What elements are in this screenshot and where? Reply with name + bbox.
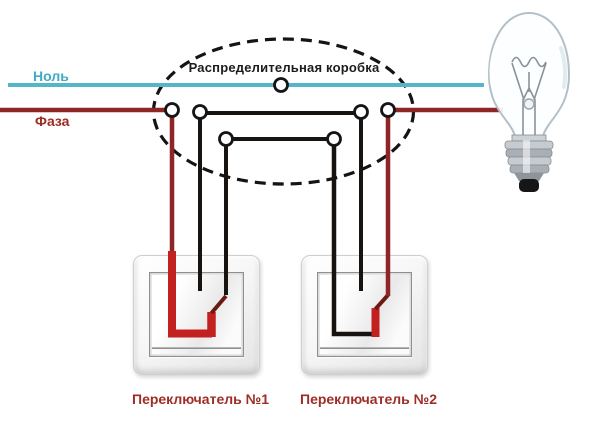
- bulb-base-taper: [514, 173, 544, 181]
- bulb-base-highlight: [523, 140, 530, 173]
- switch-2-label: Переключатель №2: [300, 391, 438, 407]
- switch-1: [133, 255, 260, 375]
- bulb-highlight-left: [489, 43, 500, 88]
- terminal-neutral: [273, 77, 289, 93]
- switch-1-rocker-seam: [152, 347, 241, 349]
- terminal-traveler-bottom-left: [218, 131, 234, 147]
- bulb-filament: [511, 56, 547, 136]
- bulb-foot-contact: [519, 179, 539, 192]
- switch-2-rocker: [320, 275, 409, 354]
- switch-1-label: Переключатель №1: [132, 391, 270, 407]
- switch-2-rocker-seam: [320, 347, 409, 349]
- terminal-phase-in: [164, 102, 180, 118]
- bulb-highlight-right: [559, 46, 567, 89]
- terminal-phase-out: [380, 102, 396, 118]
- light-bulb: [487, 11, 571, 192]
- switch-2-frame: [317, 272, 412, 357]
- junction-box-label: Распределительная коробка: [188, 60, 380, 75]
- switch-1-frame: [149, 272, 244, 357]
- terminal-traveler-top-left: [192, 104, 208, 120]
- bulb-screw-base: [504, 134, 554, 174]
- phase-label: Фаза: [35, 113, 70, 129]
- terminal-traveler-top-right: [353, 104, 369, 120]
- switch-2: [301, 255, 428, 375]
- bulb-glass: [487, 11, 571, 139]
- terminal-traveler-bottom-right: [326, 131, 342, 147]
- junction-terminals: [164, 77, 396, 147]
- switch-1-rocker: [152, 275, 241, 354]
- neutral-label: Ноль: [33, 68, 69, 84]
- bulb-stem-bead: [523, 98, 535, 110]
